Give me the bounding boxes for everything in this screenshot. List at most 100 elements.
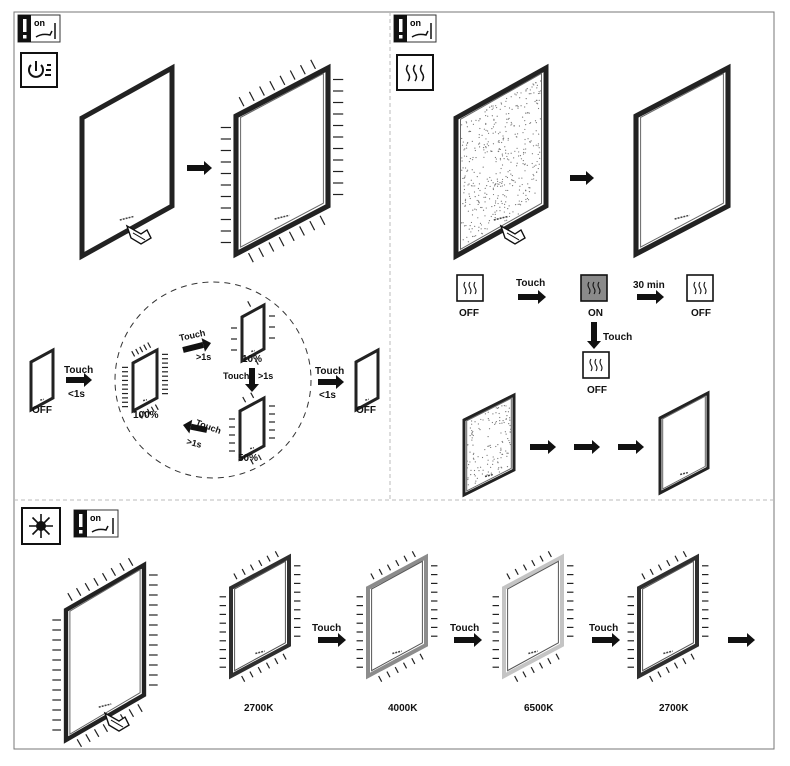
fog-droplet [484, 152, 486, 154]
fog-droplet [465, 224, 467, 227]
fog-droplet [473, 458, 475, 460]
light-ray [547, 657, 552, 665]
fog-droplet [507, 452, 509, 454]
fog-droplet [486, 193, 488, 195]
mirror-frame [637, 553, 699, 680]
fog-droplet [463, 192, 465, 194]
fog-droplet [533, 178, 535, 180]
light-ray [248, 91, 255, 102]
fog-droplet [473, 473, 476, 476]
fog-droplet [468, 160, 471, 163]
fog-droplet [492, 187, 494, 189]
arrow-right-head [612, 633, 620, 647]
fog-droplet [501, 141, 503, 144]
fog-droplet [484, 449, 486, 451]
fog-droplet [479, 466, 482, 468]
fog-droplet [504, 203, 506, 205]
light-ray [259, 86, 265, 96]
fog-droplet [525, 198, 527, 201]
light-ray [530, 666, 535, 674]
fog-droplet [525, 90, 527, 92]
fog-droplet [478, 183, 481, 185]
fog-droplet [478, 136, 480, 139]
fog-droplet [483, 156, 485, 158]
fog-droplet [516, 92, 518, 94]
fog-droplet [496, 178, 498, 180]
fog-droplet [506, 455, 508, 457]
fog-droplet [539, 80, 542, 82]
fog-droplet [508, 439, 510, 442]
fog-droplet [494, 422, 497, 424]
light-ray [657, 671, 662, 678]
light-ray [247, 301, 252, 307]
fog-droplet [499, 420, 501, 422]
fog-droplet [527, 199, 530, 201]
arrow-right-head [338, 633, 346, 647]
fog-droplet [489, 444, 491, 446]
fog-droplet [532, 166, 534, 168]
fog-droplet [497, 133, 500, 135]
fog-droplet [518, 189, 521, 191]
mirror-small-off [354, 347, 380, 413]
fog-droplet [521, 200, 523, 203]
fog-droplet [480, 206, 482, 209]
fog-droplet [507, 437, 509, 440]
light-ray [506, 573, 511, 580]
fog-droplet [487, 141, 489, 143]
fog-droplet [507, 411, 510, 413]
fog-droplet [493, 458, 495, 460]
fog-droplet [532, 173, 534, 176]
heat-waves-icon [589, 358, 603, 372]
fog-droplet [483, 149, 485, 151]
fog-droplet [465, 122, 468, 124]
fog-droplet [499, 157, 501, 160]
fog-droplet [499, 206, 501, 208]
light-ray [411, 657, 416, 665]
fog-droplet [474, 482, 476, 484]
fog-droplet [535, 171, 538, 173]
fog-droplet [471, 423, 473, 425]
mirror-small-off [29, 347, 55, 413]
defog-state-label: ON [588, 308, 603, 319]
fog-droplet [469, 130, 472, 133]
fog-droplet [464, 205, 466, 207]
fog-droplet [533, 84, 535, 86]
fog-droplet [524, 163, 526, 165]
fog-droplet [506, 122, 508, 124]
fog-droplet [539, 118, 541, 120]
touch-label: Touch [223, 371, 249, 381]
touch-hand-icon [103, 711, 130, 732]
light-ray [378, 675, 383, 682]
fog-droplet [509, 424, 511, 427]
fog-droplet [468, 193, 470, 195]
fog-droplet [497, 202, 499, 205]
fog-droplet [470, 185, 473, 187]
fog-droplet [494, 211, 496, 213]
light-ray [268, 242, 275, 252]
light-ray [233, 573, 238, 580]
fog-droplet [504, 146, 506, 148]
fog-droplet [505, 196, 507, 198]
fog-droplet [492, 188, 495, 191]
fog-droplet [499, 452, 501, 454]
arrow-down-head [587, 341, 601, 349]
fog-droplet [524, 170, 526, 172]
defog-state-icon [580, 274, 608, 302]
fog-droplet [473, 235, 475, 237]
fog-droplet [487, 411, 489, 413]
fog-droplet [505, 433, 507, 435]
fog-droplet [467, 463, 470, 466]
fog-droplet [475, 209, 477, 211]
touch-hand-icon [499, 224, 526, 245]
arrow-right-head [548, 440, 556, 454]
fog-droplet [514, 181, 516, 183]
fog-droplet [467, 478, 469, 481]
fog-droplet [471, 431, 473, 434]
light-ray [238, 96, 245, 107]
fog-droplet [535, 130, 537, 132]
fog-droplet [495, 122, 497, 124]
fog-droplet [478, 142, 481, 144]
fog-droplet [535, 144, 537, 146]
fog-droplet [507, 208, 509, 210]
level-100-label: 100% [133, 410, 159, 421]
